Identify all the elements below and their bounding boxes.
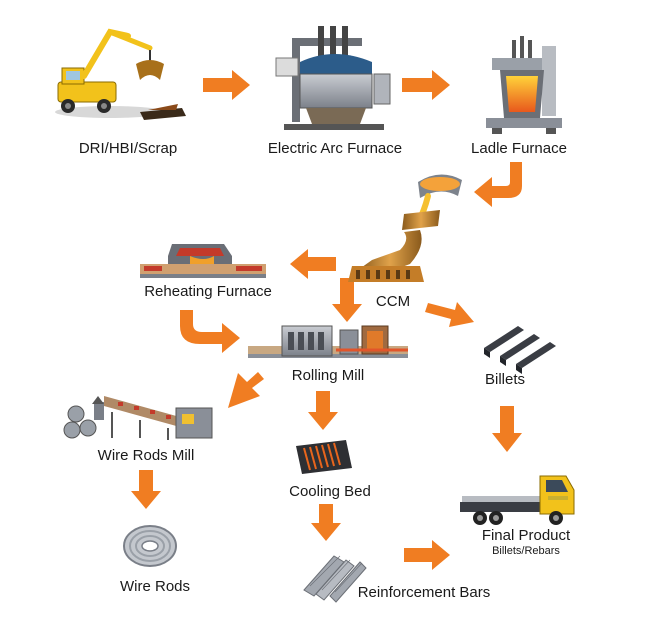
wire-rod-mill-icon: [63, 396, 213, 440]
rebar-bundle-icon: [303, 555, 367, 603]
arrow-scrap-to-eaf: [203, 70, 250, 100]
arrow-rebars-to-final: [404, 540, 450, 570]
label-reheating-furnace: Reheating Furnace: [144, 283, 272, 300]
arrow-eaf-to-ladle: [402, 70, 450, 100]
arrow-wirerodsmill-to-wirerods: [131, 470, 161, 509]
reheating-furnace-icon: [140, 244, 266, 278]
label-final-product-sub: Billets/Rebars: [492, 545, 560, 557]
continuous-casting-icon: [348, 174, 462, 282]
arc-furnace-icon: [275, 26, 391, 130]
arrow-reheating-to-rolling: [180, 310, 240, 353]
arrow-rolling-to-wirerodsmill: [228, 372, 264, 408]
arrow-billets-to-final: [492, 406, 522, 452]
flow-arrows: [131, 70, 522, 570]
label-wire-rods: Wire Rods: [119, 578, 191, 595]
truck-icon: [460, 475, 575, 525]
rolling-mill-icon: [248, 325, 408, 358]
label-final-product: Final Product: [481, 527, 571, 544]
arrow-ccm-to-rolling: [332, 278, 362, 322]
arrow-rolling-to-cooling: [308, 391, 338, 430]
label-electric-arc-furnace: Electric Arc Furnace: [267, 140, 403, 157]
label-cooling-bed: Cooling Bed: [289, 483, 371, 500]
label-dri-hbi-scrap: DRI/HBI/Scrap: [78, 140, 178, 157]
billets-icon: [484, 326, 556, 374]
label-billets: Billets: [484, 371, 526, 388]
arrow-ccm-to-billets: [425, 302, 474, 327]
crane-grab-icon: [55, 28, 186, 120]
wire-coil-icon: [123, 525, 177, 567]
label-reinforcement-bars: Reinforcement Bars: [357, 584, 491, 601]
label-ccm: CCM: [375, 293, 411, 310]
ladle-furnace-icon: [486, 36, 562, 134]
label-wire-rods-mill: Wire Rods Mill: [97, 447, 195, 464]
arrow-cooling-to-rebars: [311, 504, 341, 541]
label-rolling-mill: Rolling Mill: [291, 367, 365, 384]
arrow-ccm-to-reheating: [290, 249, 336, 279]
cooling-bed-icon: [296, 440, 352, 474]
label-ladle-furnace: Ladle Furnace: [471, 140, 567, 157]
arrow-ladle-to-ccm: [474, 162, 522, 207]
